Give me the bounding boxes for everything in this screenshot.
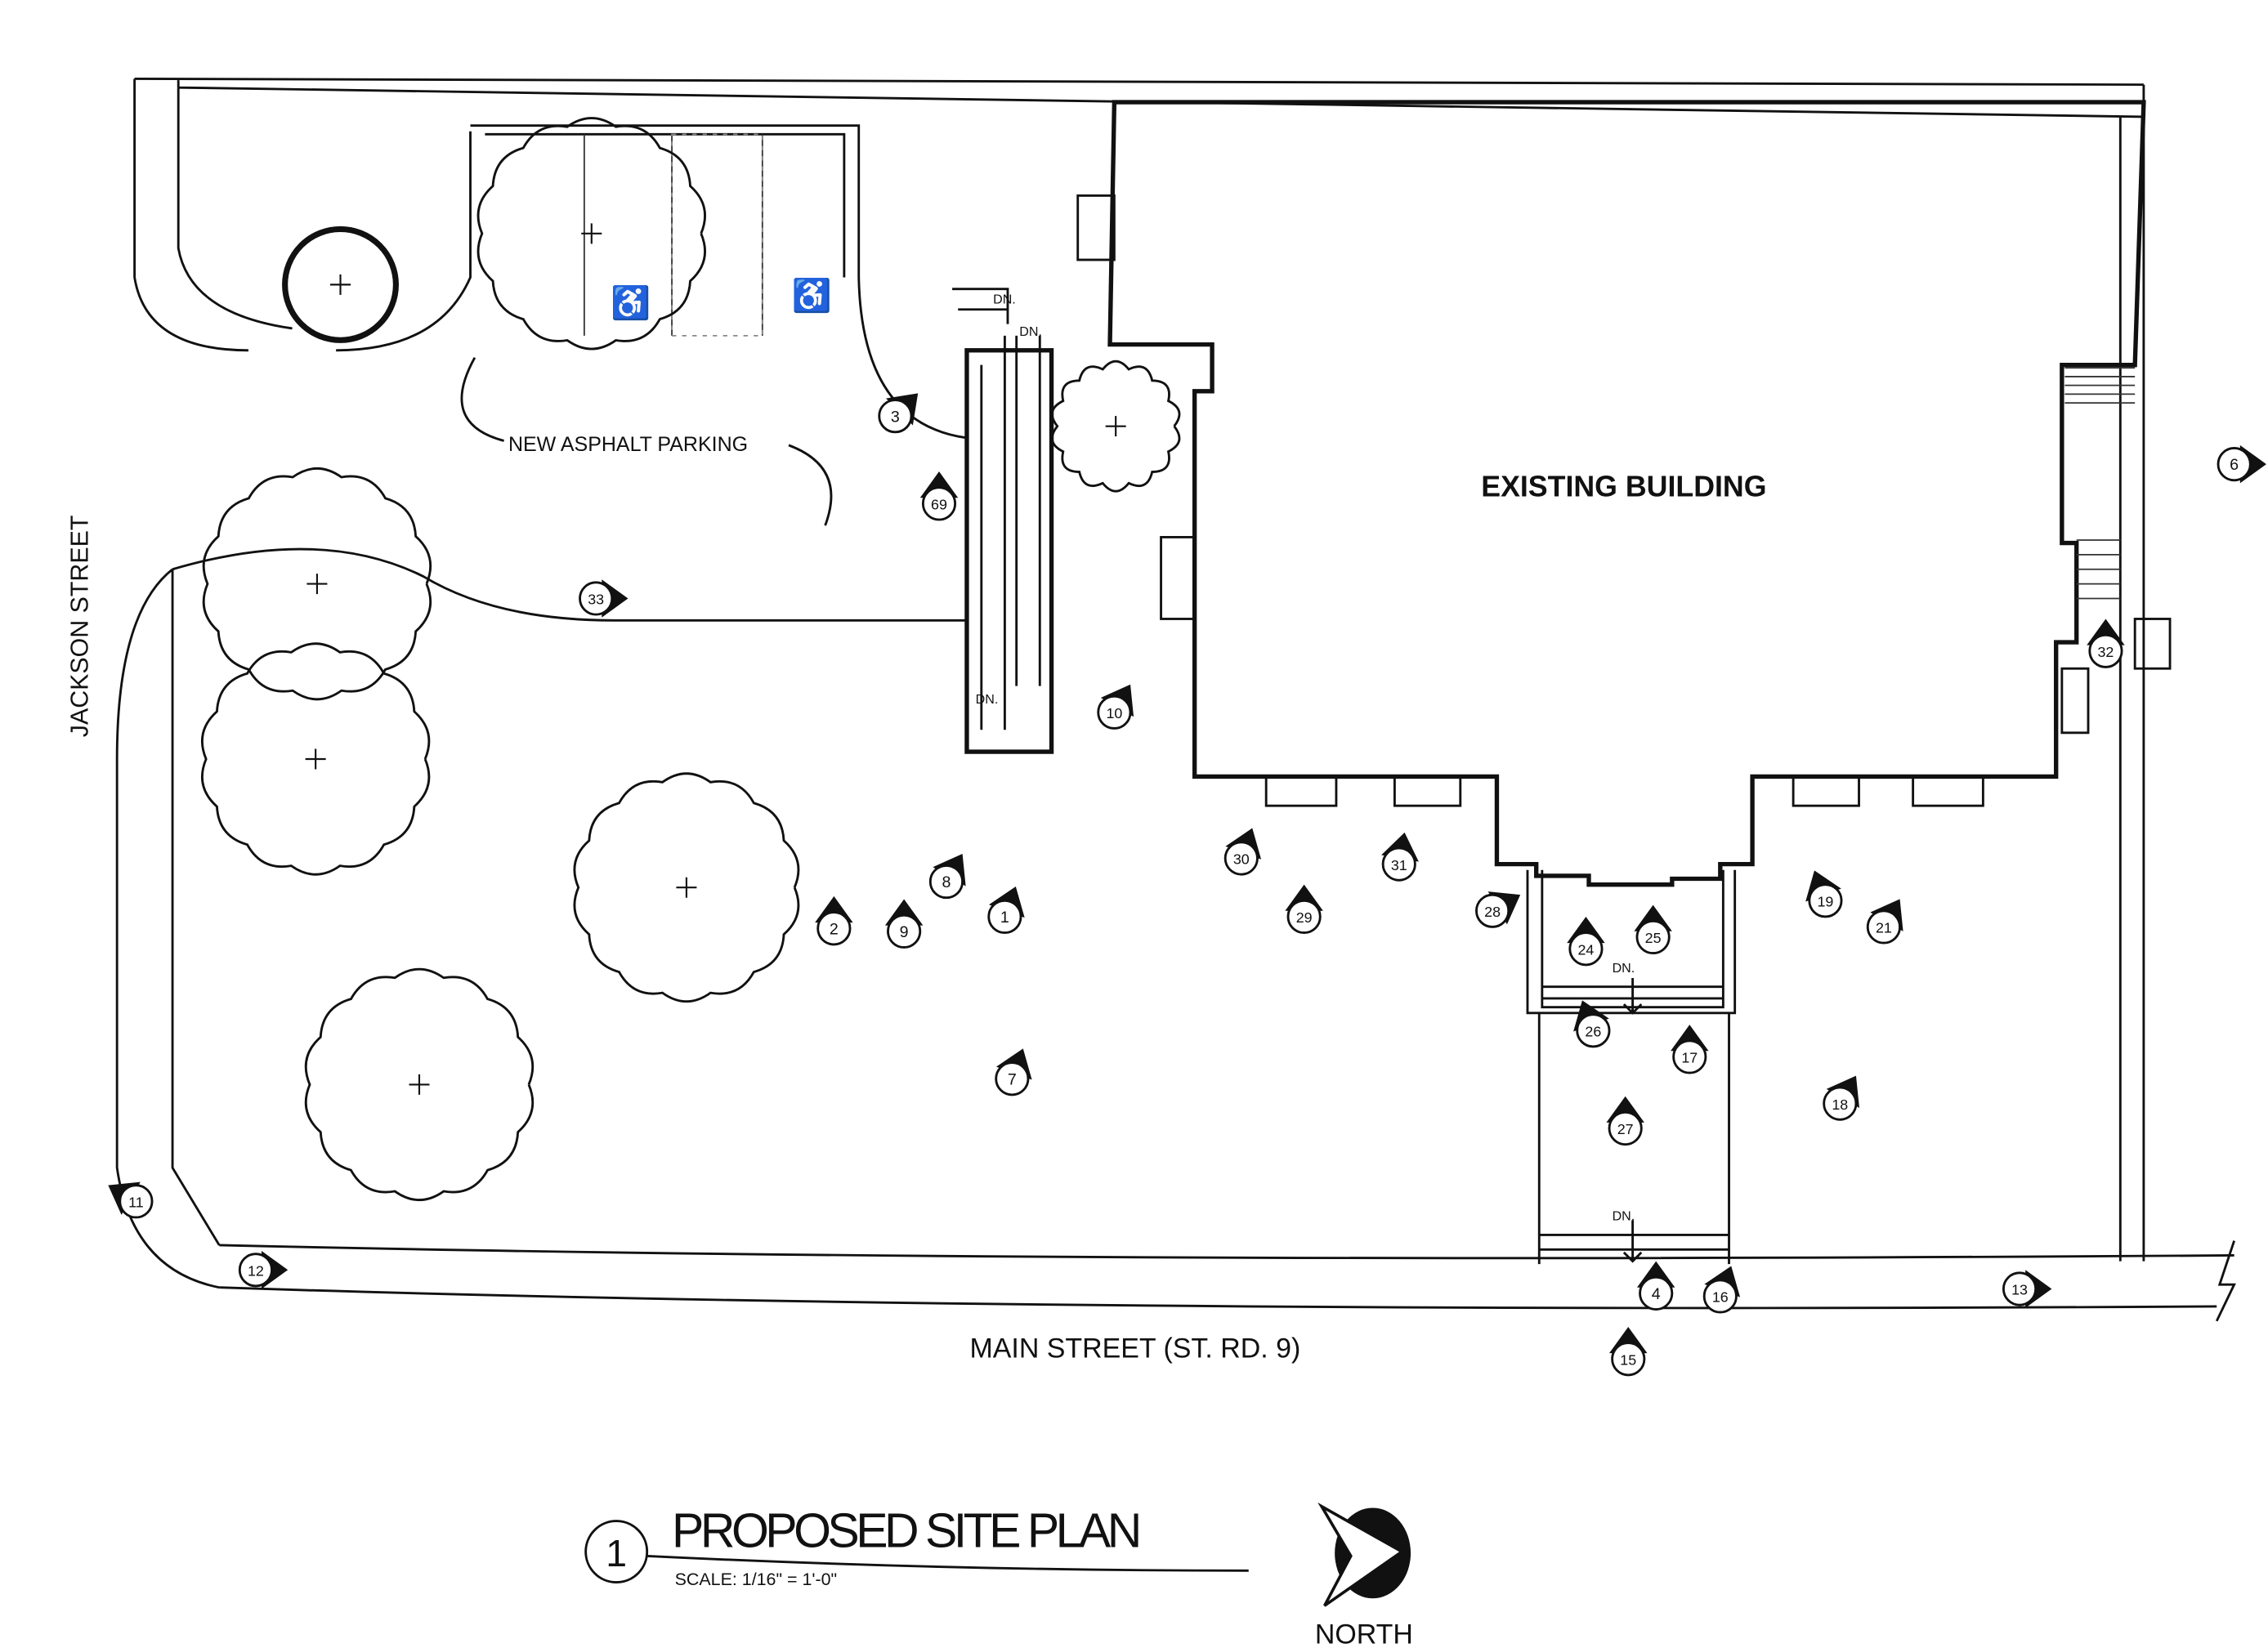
tree-center-icon xyxy=(581,223,602,244)
photo-marker: 1 xyxy=(987,887,1025,935)
photo-marker: 18 xyxy=(1823,1075,1859,1121)
marker-label: 11 xyxy=(128,1194,144,1210)
ramp: DN. DN. DN. xyxy=(952,288,1054,754)
marker-label: 12 xyxy=(248,1262,264,1279)
photo-marker: 19 xyxy=(1805,870,1843,918)
photo-marker: 33 xyxy=(579,579,629,618)
north-label: NORTH xyxy=(1315,1619,1413,1648)
main-street-label: MAIN STREET (ST. RD. 9) xyxy=(970,1333,1301,1364)
photo-marker: 9 xyxy=(884,899,924,949)
down-label: DN. xyxy=(1019,324,1042,339)
photo-marker: 11 xyxy=(108,1181,154,1219)
photo-marker: 13 xyxy=(2002,1270,2052,1308)
marker-label: 69 xyxy=(931,497,947,513)
drawing-number: 1 xyxy=(606,1532,627,1574)
tree-icon xyxy=(304,967,535,1201)
marker-label: 3 xyxy=(891,408,900,426)
marker-label: 29 xyxy=(1296,909,1313,926)
photo-marker: 28 xyxy=(1475,891,1521,928)
marker-label: 31 xyxy=(1391,857,1407,873)
tree-center-icon xyxy=(409,1074,430,1095)
marker-label: 25 xyxy=(1645,930,1662,946)
down-label: DN. xyxy=(976,692,999,707)
marker-label: 4 xyxy=(1652,1285,1661,1303)
photo-marker: 27 xyxy=(1606,1096,1644,1146)
down-label: DN. xyxy=(1613,961,1635,976)
photo-marker: 31 xyxy=(1381,832,1419,882)
photo-marker: 25 xyxy=(1634,904,1672,955)
photo-marker: 15 xyxy=(1609,1326,1648,1377)
photo-marker: 32 xyxy=(2087,619,2125,668)
tree-icon xyxy=(476,117,706,351)
jackson-street-label: JACKSON STREET xyxy=(66,516,93,738)
title-block: 1 PROPOSED SITE PLAN SCALE: 1/16" = 1'-0… xyxy=(584,1502,1413,1648)
photo-marker: 3 xyxy=(878,393,919,434)
marker-label: 2 xyxy=(830,920,839,938)
marker-label: 10 xyxy=(1106,705,1122,721)
photo-marker: 10 xyxy=(1097,684,1134,730)
marker-label: 17 xyxy=(1681,1050,1698,1066)
building-label: EXISTING BUILDING xyxy=(1481,470,1766,502)
property-lines xyxy=(115,78,2236,1322)
photo-marker: 6 xyxy=(2217,444,2266,484)
marker-label: 13 xyxy=(2011,1282,2028,1298)
parking-label: NEW ASPHALT PARKING xyxy=(508,433,748,456)
existing-building: EXISTING BUILDING xyxy=(1076,100,2172,887)
marker-label: 21 xyxy=(1876,920,1892,936)
marker-label: 27 xyxy=(1617,1121,1634,1137)
tree-icon xyxy=(282,226,399,343)
photo-marker: 24 xyxy=(1567,916,1605,967)
drawing-title: PROPOSED SITE PLAN xyxy=(672,1505,1142,1558)
north-arrow-icon xyxy=(1317,1502,1411,1607)
photo-marker: 2 xyxy=(815,895,853,946)
tree-icon xyxy=(202,467,432,701)
tree-center-icon xyxy=(676,877,697,898)
scale-text: SCALE: 1/16" = 1'-0" xyxy=(675,1570,838,1589)
marker-label: 18 xyxy=(1832,1096,1848,1113)
marker-label: 6 xyxy=(2230,456,2239,474)
marker-label: 7 xyxy=(1008,1070,1017,1088)
tree-center-icon xyxy=(330,274,351,295)
marker-label: 16 xyxy=(1712,1289,1729,1306)
marker-label: 15 xyxy=(1620,1351,1636,1368)
marker-label: 26 xyxy=(1585,1023,1601,1039)
marker-label: 1 xyxy=(1000,909,1009,927)
tree-icon xyxy=(200,642,431,876)
photo-marker: 7 xyxy=(995,1048,1032,1096)
photo-marker: 17 xyxy=(1671,1025,1709,1074)
photo-marker: 30 xyxy=(1223,828,1262,876)
parking-area: ♿ ♿ NEW ASPHALT PARKING xyxy=(460,133,833,526)
photo-marker: 69 xyxy=(919,471,959,521)
tree-center-icon xyxy=(306,574,328,595)
tree-center-icon xyxy=(305,748,326,770)
marker-label: 9 xyxy=(900,923,909,941)
marker-label: 8 xyxy=(942,873,951,891)
entrance-walk: DN. DN. xyxy=(1526,869,1737,1265)
tree-center-icon xyxy=(1105,416,1126,437)
marker-label: 24 xyxy=(1577,941,1594,958)
trees xyxy=(200,117,1181,1201)
photo-marker: 12 xyxy=(238,1251,289,1289)
down-label: DN. xyxy=(1613,1209,1635,1224)
tree-icon xyxy=(573,772,800,1003)
marker-label: 28 xyxy=(1484,904,1501,920)
photo-marker: 21 xyxy=(1866,899,1903,945)
tree-icon xyxy=(1050,360,1181,493)
marker-label: 33 xyxy=(588,592,604,608)
marker-label: 19 xyxy=(1817,893,1833,909)
photo-marker: 26 xyxy=(1573,1000,1611,1048)
photo-marker: 4 xyxy=(1636,1261,1675,1311)
marker-label: 32 xyxy=(2098,644,2114,660)
accessible-icon: ♿ xyxy=(611,284,651,321)
photo-marker: 16 xyxy=(1702,1266,1741,1314)
accessible-icon: ♿ xyxy=(792,277,832,314)
down-label: DN. xyxy=(993,293,1016,307)
photo-marker: 8 xyxy=(928,854,966,900)
marker-label: 30 xyxy=(1233,851,1250,868)
photo-marker: 29 xyxy=(1285,884,1323,935)
